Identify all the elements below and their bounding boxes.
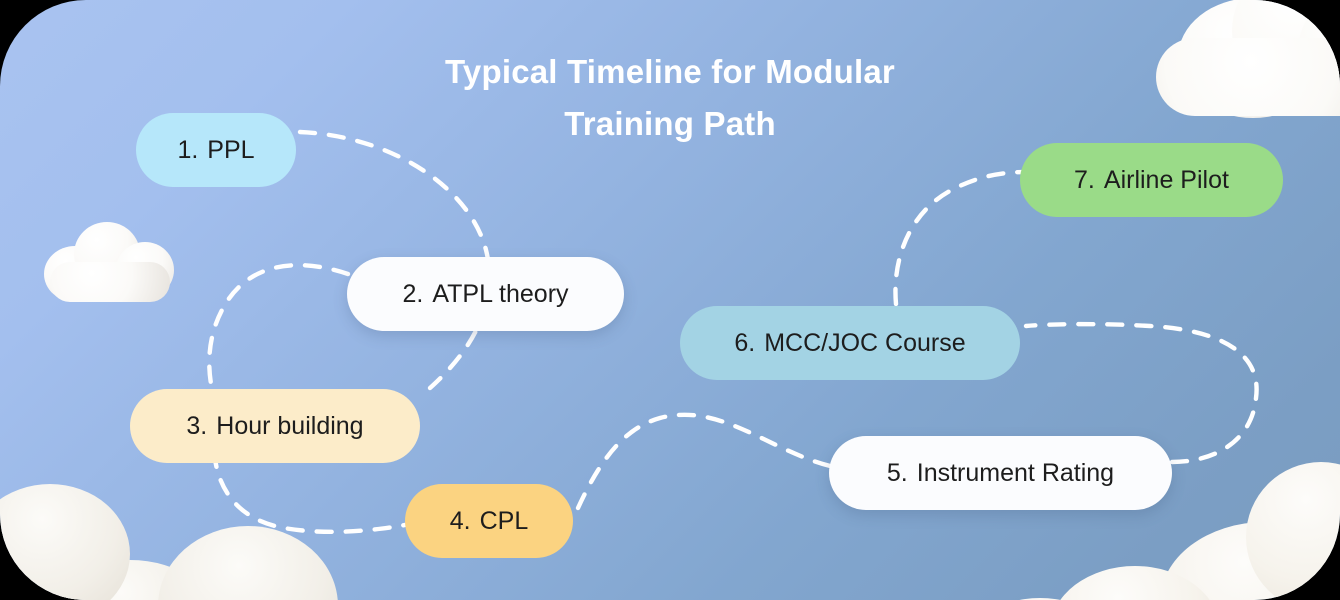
connector-2-to-3 xyxy=(207,262,351,407)
step-pill-atpl-theory[interactable]: 2. ATPL theory xyxy=(347,257,624,331)
connector-3-to-4 xyxy=(211,449,413,535)
step-number-4: 4. xyxy=(449,507,471,535)
step-number-2: 2. xyxy=(402,280,424,308)
step-pill-airline-pilot[interactable]: 7. Airline Pilot xyxy=(1020,143,1283,217)
step-label-3: Hour building xyxy=(216,412,364,440)
step-label-4: CPL xyxy=(479,507,529,535)
step-pill-hour-building[interactable]: 3. Hour building xyxy=(130,389,420,463)
step-label-1: PPL xyxy=(207,136,255,164)
step-number-6: 6. xyxy=(734,329,756,357)
connector-1-to-2 xyxy=(297,129,492,391)
step-number-1: 1. xyxy=(177,136,199,164)
step-number-5: 5. xyxy=(886,459,908,487)
connector-6-to-7 xyxy=(893,169,1029,307)
step-pill-mcc-joc-course[interactable]: 6. MCC/JOC Course xyxy=(680,306,1020,380)
step-label-6: MCC/JOC Course xyxy=(764,329,966,357)
step-label-7: Airline Pilot xyxy=(1103,166,1229,194)
step-label-5: Instrument Rating xyxy=(916,459,1115,487)
step-number-3: 3. xyxy=(186,412,208,440)
connector-4-to-5 xyxy=(575,412,833,511)
connector-5-to-6 xyxy=(1023,321,1259,465)
step-label-2: ATPL theory xyxy=(432,280,569,308)
step-pill-ppl[interactable]: 1. PPL xyxy=(136,113,296,187)
step-pill-instrument-rating[interactable]: 5. Instrument Rating xyxy=(829,436,1172,510)
page-title: Typical Timeline for Modular Training Pa… xyxy=(445,53,895,142)
step-number-7: 7. xyxy=(1074,166,1095,194)
step-pill-cpl[interactable]: 4. CPL xyxy=(405,484,573,558)
